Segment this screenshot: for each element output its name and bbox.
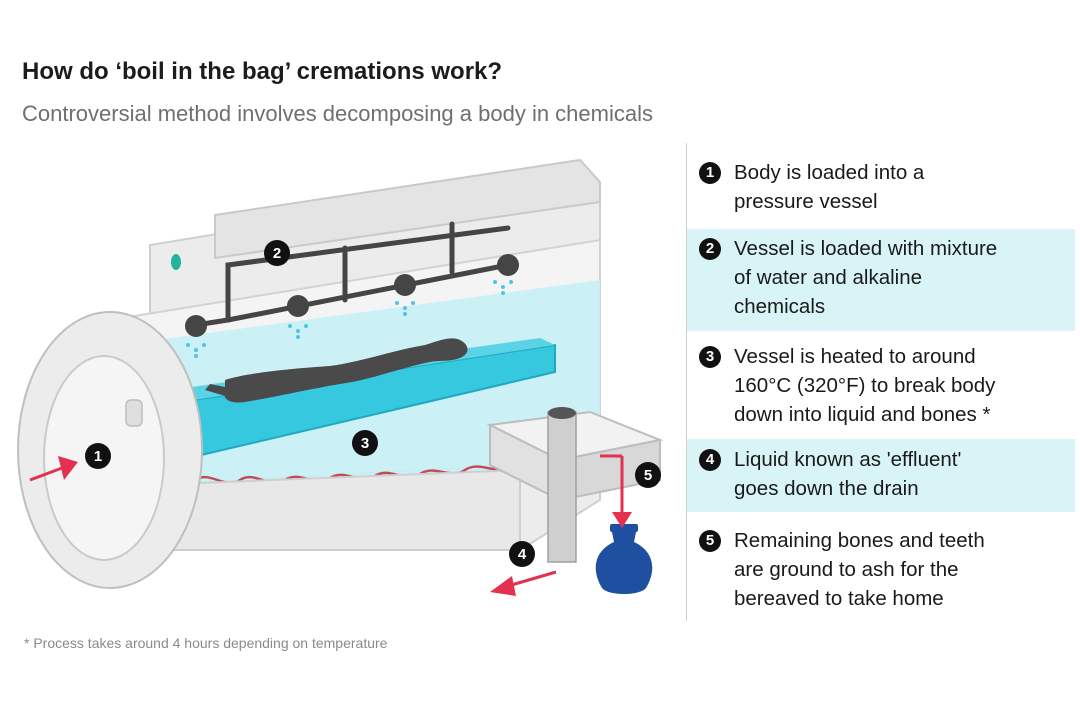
indicator-light bbox=[171, 254, 181, 270]
drain-pipe-top bbox=[548, 407, 576, 419]
step-number-badge: 2 bbox=[699, 238, 721, 260]
svg-text:1: 1 bbox=[94, 448, 102, 465]
body-legs bbox=[205, 384, 232, 398]
step-4-line-1: Liquid known as 'effluent' bbox=[734, 448, 962, 471]
step-number-badge: 5 bbox=[699, 530, 721, 552]
steps-list: 1 Body is loaded into a pressure vessel … bbox=[686, 143, 1075, 621]
step-3-line-3: down into liquid and bones * bbox=[734, 403, 991, 426]
urn-lid bbox=[610, 524, 638, 532]
step-number-badge: 4 bbox=[699, 449, 721, 471]
door-handle bbox=[125, 399, 143, 427]
svg-text:4: 4 bbox=[518, 546, 527, 563]
step-3-line-1: Vessel is heated to around bbox=[734, 345, 976, 368]
spray-nozzles bbox=[185, 254, 519, 337]
step-1-line-1: Body is loaded into a bbox=[734, 161, 925, 184]
marker-1: 1 bbox=[85, 443, 111, 469]
marker-3: 3 bbox=[352, 430, 378, 456]
urn bbox=[595, 532, 653, 594]
marker-5: 5 bbox=[635, 462, 661, 488]
drain-pipe bbox=[547, 411, 577, 563]
step-2-line-1: Vessel is loaded with mixture bbox=[734, 237, 998, 260]
marker-4: 4 bbox=[509, 541, 535, 567]
step-number-badge: 3 bbox=[699, 346, 721, 368]
step-3: 3 Vessel is heated to around 160°C (320°… bbox=[687, 342, 1075, 429]
step-2: 2 Vessel is loaded with mixture of water… bbox=[687, 229, 1075, 331]
step-1: 1 Body is loaded into a pressure vessel bbox=[687, 158, 1075, 216]
step-number-badge: 1 bbox=[699, 162, 721, 184]
step-5-line-3: bereaved to take home bbox=[734, 587, 944, 610]
step-2-line-3: chemicals bbox=[734, 295, 826, 318]
cremation-vessel-diagram: 1 2 3 4 5 bbox=[17, 158, 664, 596]
step-3-line-2: 160°C (320°F) to break body bbox=[734, 374, 996, 397]
svg-text:3: 3 bbox=[361, 435, 369, 452]
step-2-line-2: of water and alkaline bbox=[734, 266, 923, 289]
vessel-base bbox=[149, 468, 521, 551]
step-5-line-1: Remaining bones and teeth bbox=[734, 529, 985, 552]
marker-2: 2 bbox=[264, 240, 290, 266]
step-4: 4 Liquid known as 'effluent' goes down t… bbox=[687, 439, 1075, 512]
arrows bbox=[29, 454, 632, 596]
step-4-line-2: goes down the drain bbox=[734, 477, 919, 500]
footnote: * Process takes around 4 hours depending… bbox=[24, 635, 388, 651]
step-5: 5 Remaining bones and teeth are ground t… bbox=[687, 526, 1075, 613]
page-subtitle: Controversial method involves decomposin… bbox=[22, 101, 653, 126]
body-silhouette bbox=[224, 338, 468, 403]
step-5-line-2: are ground to ash for the bbox=[734, 558, 959, 581]
vessel-top-rail bbox=[214, 158, 601, 260]
page-title: How do ‘boil in the bag’ cremations work… bbox=[22, 58, 503, 85]
svg-text:5: 5 bbox=[644, 467, 652, 484]
step-1-line-2: pressure vessel bbox=[734, 190, 878, 213]
svg-text:2: 2 bbox=[273, 245, 281, 262]
spray-droplets bbox=[186, 280, 513, 358]
